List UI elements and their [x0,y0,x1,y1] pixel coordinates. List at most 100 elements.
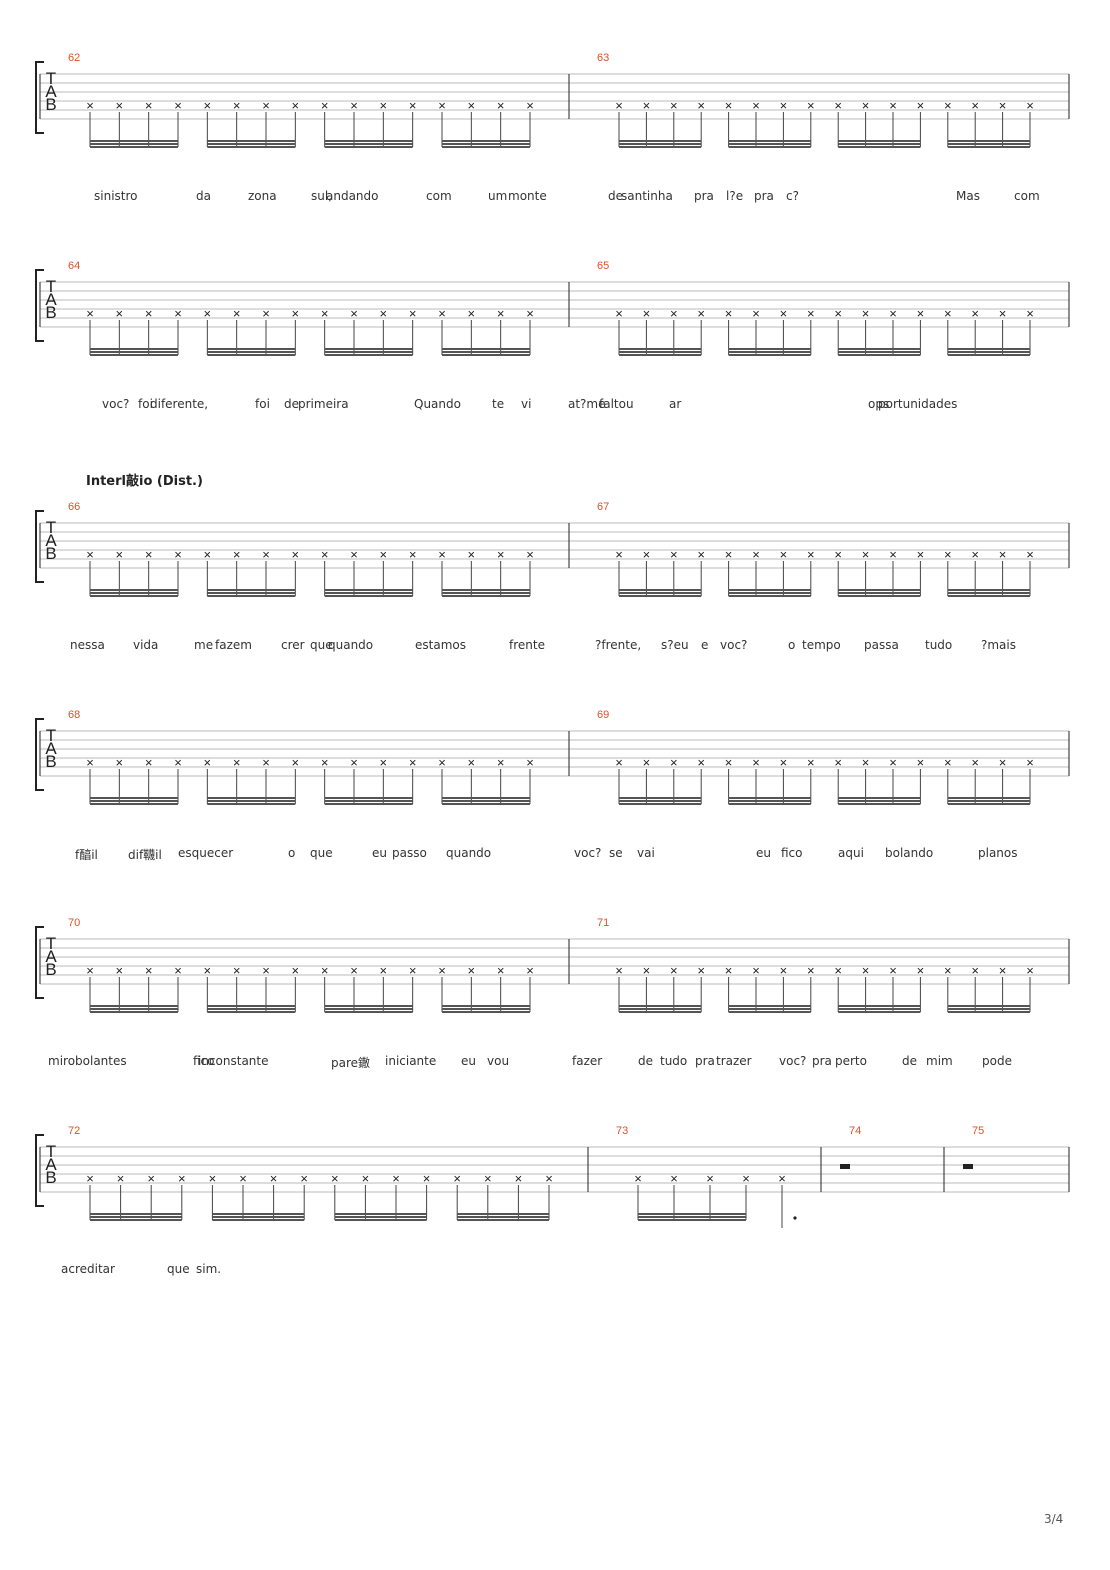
tab-clef-letter: T [46,69,56,88]
beam [728,797,811,799]
dead-note-x: × [116,306,124,321]
lyric-syllable: s?eu [661,638,689,652]
dead-note-x: × [742,1171,750,1186]
beam [442,800,530,802]
dead-note-x: × [239,1171,247,1186]
beam [442,1008,530,1010]
beam [619,589,702,591]
lyric-syllable: pare鏾 [331,1056,371,1070]
dead-note-x: × [174,755,182,770]
dead-note-x: × [116,98,124,113]
lyric-syllable: fazer [572,1054,603,1068]
tab-clef-letter: B [45,544,56,563]
lyric-syllable: vai [637,846,655,860]
lyric-syllable: acreditar [61,1262,115,1276]
lyric-syllable: vou [487,1054,510,1068]
dead-note-x: × [515,1171,523,1186]
dead-note-x: × [999,98,1007,113]
dead-note-x: × [292,547,300,562]
dead-note-x: × [392,1171,400,1186]
beam [212,1219,305,1221]
dead-note-x: × [971,547,979,562]
lyric-syllable: pra [754,189,774,203]
dead-note-x: × [944,547,952,562]
dead-note-x: × [944,306,952,321]
beam [324,351,413,353]
beam [324,1011,413,1013]
dead-note-x: × [725,963,733,978]
beam [728,351,811,353]
dead-note-x: × [778,1171,786,1186]
dead-note-x: × [262,963,270,978]
dead-note-x: × [233,755,241,770]
beam [324,592,413,594]
beam [838,140,921,142]
dead-note-x: × [350,755,358,770]
beam [207,797,296,799]
beam [324,1005,413,1007]
beam [207,140,296,142]
lyric-syllable: fazem [215,638,252,652]
dead-note-x: × [780,306,788,321]
lyric-syllable: de [638,1054,653,1068]
lyric-syllable: at?me [568,397,606,411]
dead-note-x: × [233,98,241,113]
beam [728,592,811,594]
beam [324,797,413,799]
beam [207,354,296,356]
lyric-syllable: tempo [802,638,841,652]
lyric-syllable: estamos [415,638,466,652]
dead-note-x: × [468,963,476,978]
lyric-syllable: voc? [779,1054,807,1068]
tab-clef-letter: T [46,726,56,745]
beam [619,351,702,353]
beam [207,595,296,597]
beam [619,348,702,350]
dead-note-x: × [752,98,760,113]
beam [838,592,921,594]
lyric-syllable: inconstante [198,1054,269,1068]
dead-note-x: × [145,755,153,770]
tab-clef-letter: A [45,531,57,550]
lyric-syllable: eu [756,846,771,860]
lyric-syllable: voc? [720,638,748,652]
beam [638,1213,746,1215]
lyric-syllable: ar [669,397,682,411]
beam [947,592,1030,594]
dead-note-x: × [752,306,760,321]
beam [728,803,811,805]
dead-note-x: × [350,963,358,978]
dead-note-x: × [834,547,842,562]
dead-note-x: × [174,547,182,562]
dead-note-x: × [971,755,979,770]
dead-note-x: × [350,306,358,321]
beam [457,1216,549,1218]
beam [324,348,413,350]
beam [619,143,702,145]
dead-note-x: × [1026,963,1034,978]
lyric-syllable: voc? [574,846,602,860]
lyric-syllable: de [902,1054,917,1068]
dead-note-x: × [380,98,388,113]
dead-note-x: × [497,963,505,978]
tab-clef-letter: B [45,303,56,322]
beam [90,1011,178,1013]
lyric-syllable: Quando [414,397,461,411]
lyric-syllable: tudo [925,638,953,652]
beam [947,354,1030,356]
tab-clef-letter: B [45,752,56,771]
dead-note-x: × [999,547,1007,562]
lyric-syllable: que [167,1262,190,1276]
system-bracket [35,269,44,342]
dead-note-x: × [999,306,1007,321]
measure-number: 67 [597,501,609,513]
beam [728,140,811,142]
dead-note-x: × [438,306,446,321]
lyric-syllable: sinistro [94,189,138,203]
system-bracket [35,510,44,583]
beam [90,1216,182,1218]
beam [90,354,178,356]
